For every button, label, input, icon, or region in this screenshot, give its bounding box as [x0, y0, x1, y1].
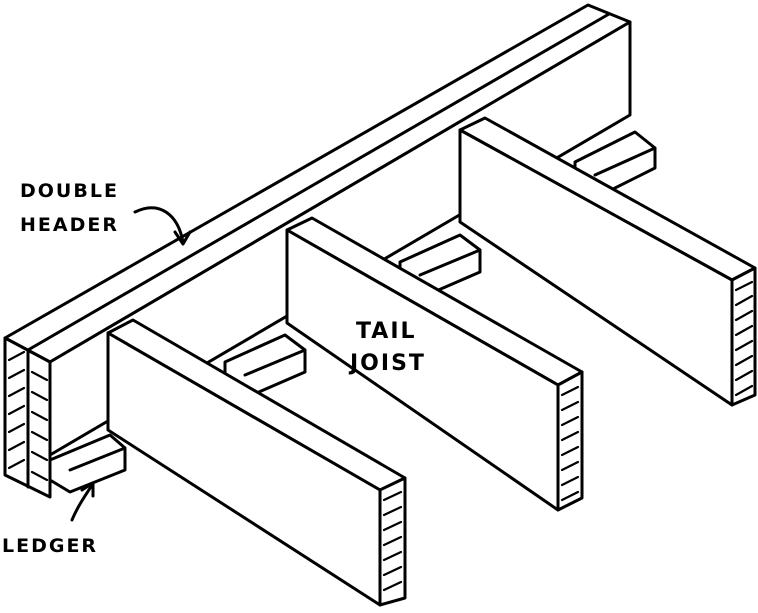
- ledger-front-edge: [68, 446, 127, 472]
- double-header-arrowhead: [173, 230, 192, 246]
- ledger-seg-3-edge: [418, 248, 482, 277]
- ledger-arrow: [70, 483, 94, 522]
- joist-3-end: [730, 266, 757, 407]
- joist-3-end-grain: [734, 280, 754, 397]
- label-joist: JOIST: [348, 351, 426, 376]
- label-double: DOUBLE: [20, 180, 119, 202]
- double-header-arrow: [133, 206, 185, 244]
- header-seam: [26, 12, 611, 352]
- label-tail: TAIL: [356, 319, 417, 344]
- label-ledger: LEDGER: [2, 535, 98, 557]
- header-end-grain: [7, 350, 49, 482]
- joist-2-end-grain: [560, 385, 580, 502]
- joist-1-end-grain: [382, 490, 403, 592]
- joist-2-end: [556, 370, 584, 512]
- ledger-arrowhead: [80, 481, 95, 498]
- ledger-seg-4-edge: [593, 146, 657, 177]
- ledger-seg-2-edge: [243, 348, 307, 377]
- label-header: HEADER: [20, 214, 119, 236]
